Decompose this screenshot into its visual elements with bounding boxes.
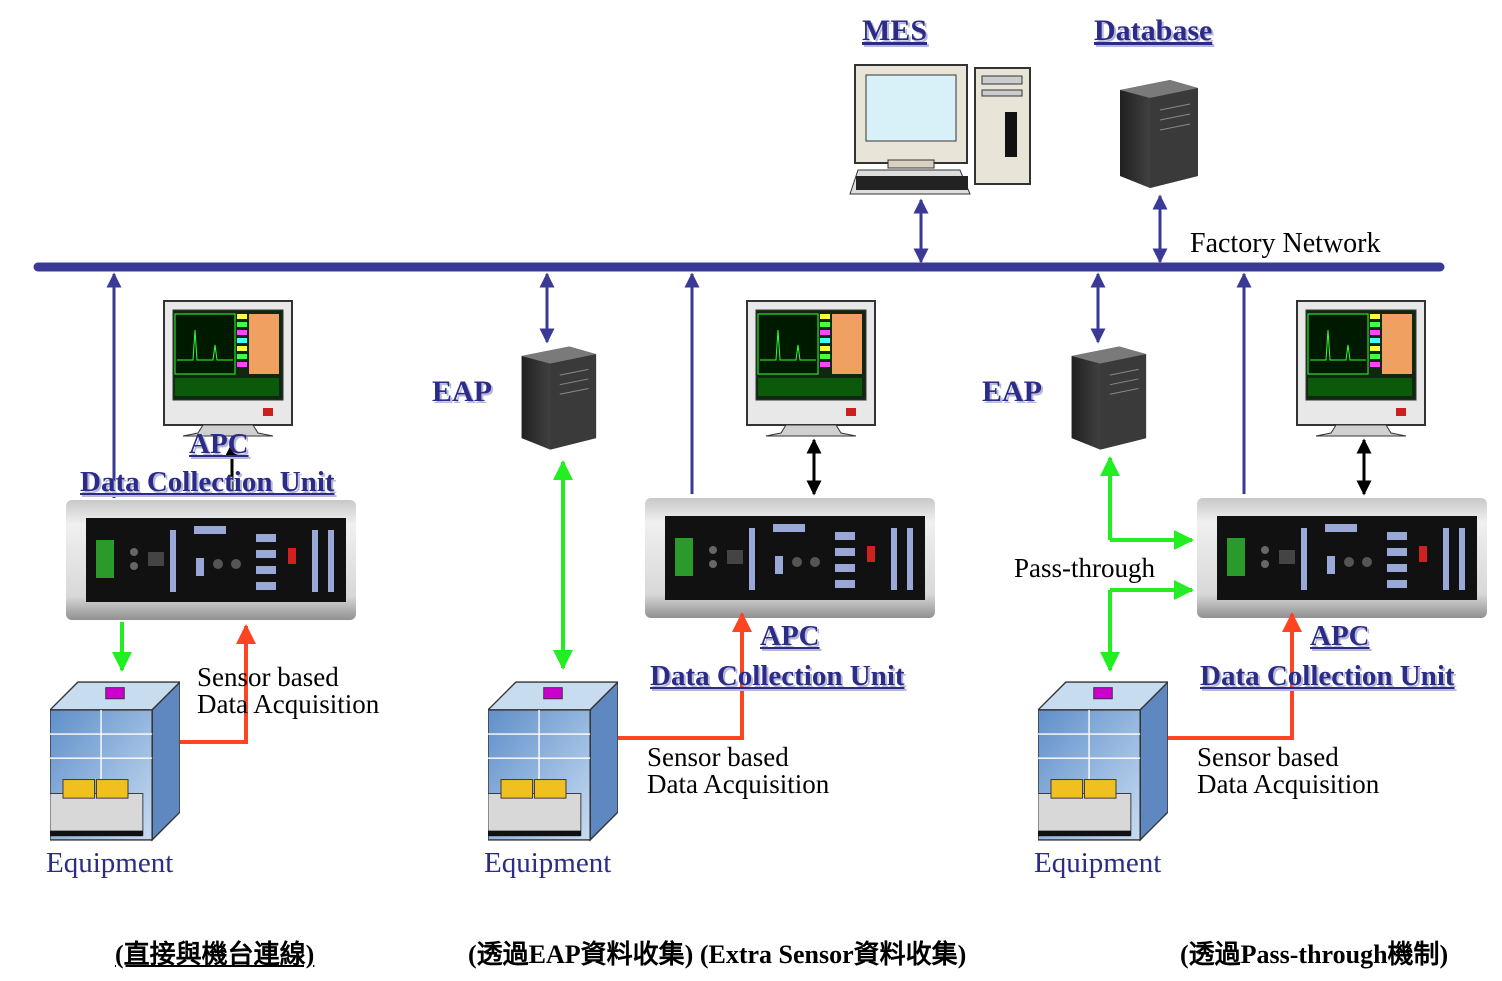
database-server-icon	[1119, 80, 1199, 189]
right-caption: (透過Pass-through機制)	[1180, 940, 1449, 969]
equipment-icon	[50, 681, 180, 841]
data-collection-unit-icon	[1197, 498, 1487, 618]
passthrough-label: Pass-through	[1014, 553, 1155, 583]
middle-sensor-line1: Sensor based	[647, 742, 789, 772]
right-dcu-label: Data Collection Unit	[1200, 660, 1455, 692]
apc-monitor-icon	[1296, 300, 1426, 437]
eap-server-icon	[521, 345, 597, 451]
middle-sensor-link	[596, 612, 752, 740]
right-eap-label: EAP	[982, 375, 1042, 408]
middle-dcu-label: Data Collection Unit	[650, 660, 905, 692]
apc-monitor-icon	[746, 300, 876, 437]
mes-workstation-icon	[849, 64, 1031, 195]
database-label: Database	[1094, 14, 1213, 47]
left-caption: (直接與機台連線)	[115, 940, 315, 969]
left-equipment-label: Equipment	[46, 847, 174, 879]
apc-monitor-icon	[163, 300, 293, 437]
middle-caption: (透過EAP資料收集) (Extra Sensor資料收集)	[468, 940, 967, 969]
middle-eap-label: EAP	[432, 375, 492, 408]
data-collection-unit-icon	[66, 500, 356, 620]
left-sensor-link	[175, 624, 256, 744]
right-equipment-label: Equipment	[1034, 847, 1162, 879]
right-sensor-line2: Data Acquisition	[1197, 769, 1380, 799]
left-sensor-line2: Data Acquisition	[197, 689, 380, 719]
left-apc-label: APC	[189, 428, 249, 460]
left-dcu-label: Data Collection Unit	[80, 466, 335, 498]
data-collection-unit-icon	[645, 498, 935, 618]
right-apc-label: APC	[1310, 620, 1370, 652]
equipment-icon	[488, 681, 618, 841]
equipment-icon	[1038, 681, 1168, 841]
middle-sensor-line2: Data Acquisition	[647, 769, 830, 799]
right-sensor-link	[1146, 612, 1302, 740]
middle-equipment-label: Equipment	[484, 847, 612, 879]
factory-network-label: Factory Network	[1190, 228, 1381, 259]
middle-apc-label: APC	[760, 620, 820, 652]
right-sensor-line1: Sensor based	[1197, 742, 1339, 772]
eap-server-icon	[1071, 345, 1147, 451]
left-sensor-line1: Sensor based	[197, 662, 339, 692]
mes-label: MES	[862, 14, 928, 47]
